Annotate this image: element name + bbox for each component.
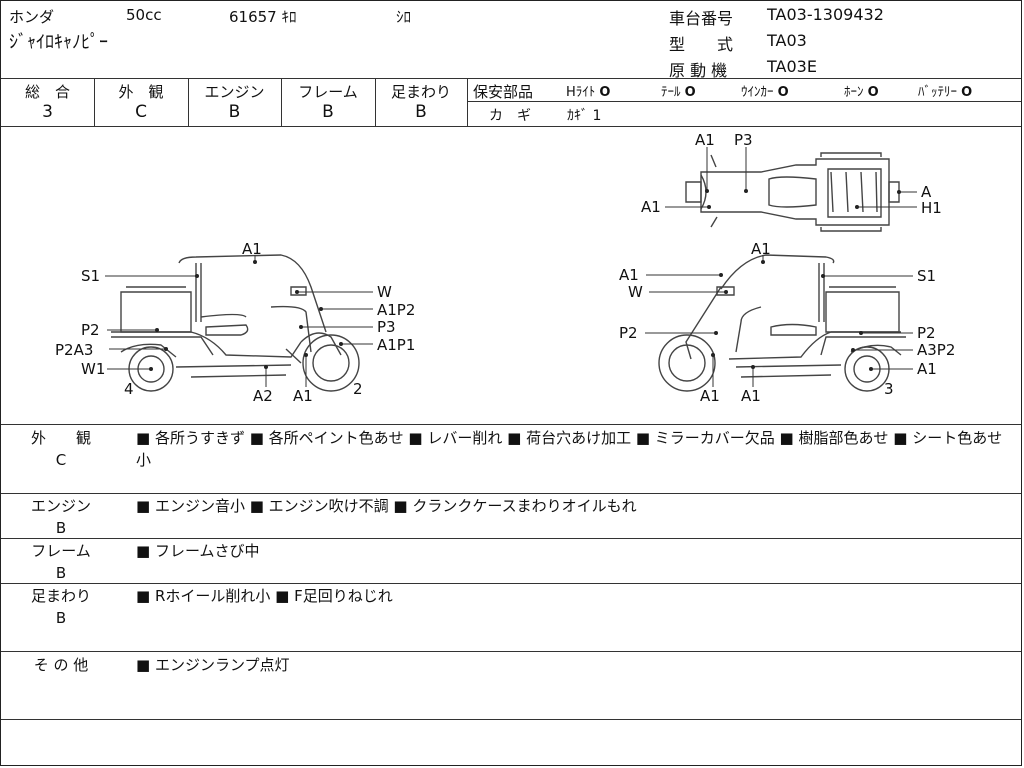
- diagram-label: A1P2: [377, 301, 415, 319]
- diagram-label: S1: [917, 267, 936, 285]
- engine-label: 原 動 機: [669, 61, 728, 80]
- condition-suspension-text: ■ Rホイール削れ小 ■ F足回りねじれ: [136, 587, 393, 605]
- diagram-label: A1: [641, 198, 661, 216]
- condition-other-text: ■ エンジンランプ点灯: [136, 656, 290, 674]
- safety-label: 保安部品: [473, 83, 534, 101]
- diagram-label: 2: [353, 380, 363, 398]
- displacement: 50cc: [126, 6, 162, 24]
- condition-engine-text: ■ エンジン音小 ■ エンジン吹け不調 ■ クランクケースまわりオイルもれ: [136, 497, 637, 515]
- diagram-label: A1: [695, 131, 715, 149]
- diagram-label: 3: [884, 380, 894, 398]
- diagram-label: A1: [242, 240, 262, 258]
- diagram-label: H1: [921, 199, 942, 217]
- diagram-labels: A1 S1 W A1P2 P3 P2 A1P1 P2A3 W1 4 A2 A1 …: [55, 131, 955, 405]
- condition-exterior-text: ■ 各所うすきず ■ 各所ペイント色あせ ■ レバー削れ ■ 荷台穴あけ加工 ■…: [136, 429, 1003, 469]
- diagram-label: P3: [377, 318, 396, 336]
- suspension-grade-label: 足まわり: [390, 83, 451, 101]
- diagram-label: A1: [741, 387, 761, 405]
- diagram-label: P2: [619, 324, 638, 342]
- leader-lines: [105, 147, 917, 387]
- type-value: TA03: [767, 31, 807, 50]
- condition-other-label: そ の 他: [33, 656, 89, 674]
- overall-grade: 3: [42, 102, 53, 122]
- engine-value: TA03E: [767, 57, 817, 76]
- diagram-label: A1P1: [377, 336, 415, 354]
- diagram-label: A: [921, 183, 932, 201]
- frame-grade-label: フレーム: [298, 83, 358, 101]
- model-name: ｼﾞｬｲﾛｷｬﾉﾋﾟｰ: [9, 32, 108, 53]
- color: ｼﾛ: [396, 8, 412, 26]
- diagram-label: A3P2: [917, 341, 955, 359]
- scooter-diagram: A1 S1 W A1P2 P3 P2 A1P1 P2A3 W1 4 A2 A1 …: [55, 131, 955, 405]
- diagram-label: 4: [124, 380, 134, 398]
- exterior-label: 外 観: [118, 83, 164, 101]
- diagram-label: A1: [700, 387, 720, 405]
- diagram-label: W1: [81, 360, 105, 378]
- diagram-label: A1: [293, 387, 313, 405]
- type-label: 型 式: [669, 35, 734, 54]
- diagram-label: A1: [751, 240, 771, 258]
- exterior-grade: C: [135, 102, 147, 122]
- diagram-label: P2A3: [55, 341, 93, 359]
- diagram-label: P2: [917, 324, 936, 342]
- diagram-label: W: [628, 283, 643, 301]
- diagram-label: A2: [253, 387, 273, 405]
- overall-label: 総 合: [24, 83, 70, 101]
- diagram-label: P2: [81, 321, 100, 339]
- maker: ホンダ: [9, 8, 55, 26]
- mileage: 61657 ｷﾛ: [229, 8, 297, 26]
- safety-winker: ｳｲﾝｶｰ O: [741, 85, 789, 100]
- diagram-label: S1: [81, 267, 100, 285]
- key-label: カ ギ: [489, 108, 531, 124]
- top-view: [685, 152, 900, 232]
- engine-grade: B: [228, 102, 241, 122]
- diagram-label: P3: [734, 131, 753, 149]
- diagram-label: W: [377, 283, 392, 301]
- safety-headlight: Hﾗｲﾄ O: [566, 85, 611, 100]
- left-side-view: [111, 254, 360, 392]
- frame-no: TA03-1309432: [767, 5, 884, 24]
- engine-grade-label: エンジン: [204, 83, 265, 101]
- key-value: ｶｷﾞ 1: [567, 108, 602, 124]
- suspension-grade: B: [415, 102, 427, 122]
- safety-battery: ﾊﾞｯﾃﾘｰ O: [918, 85, 973, 100]
- condition-frame-text: ■ フレームさび中: [136, 542, 260, 560]
- diagram-label: A1: [619, 266, 639, 284]
- frame-grade: B: [322, 102, 334, 122]
- diagram-label: A1: [917, 360, 937, 378]
- safety-taillight: ﾃｰﾙ O: [661, 85, 696, 100]
- safety-horn: ﾎｰﾝ O: [844, 85, 879, 100]
- leader-dots: [149, 189, 901, 371]
- frame-no-label: 車台番号: [669, 9, 734, 28]
